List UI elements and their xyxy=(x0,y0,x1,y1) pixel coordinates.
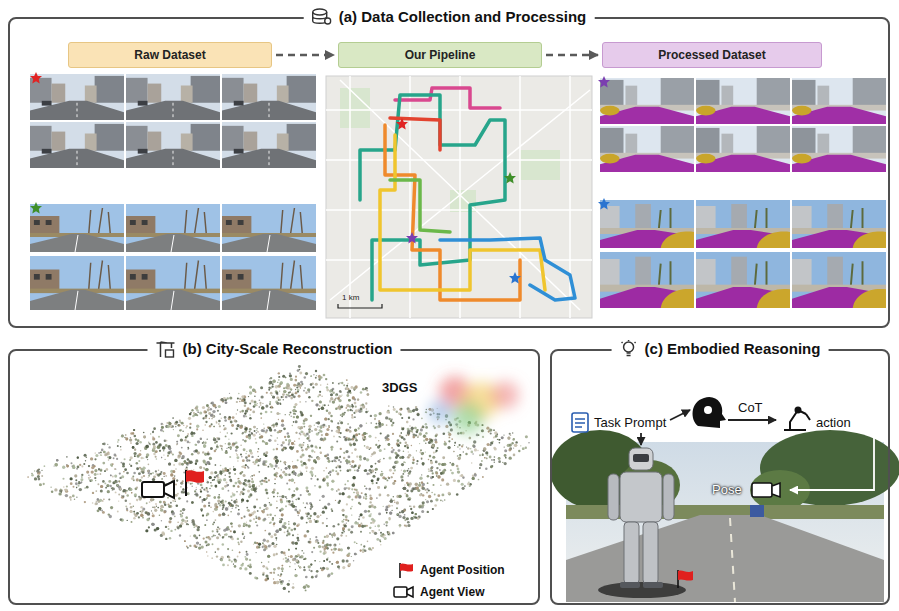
crane-icon xyxy=(155,340,175,358)
scale-label: 1 km xyxy=(342,293,359,302)
panel-heading: (a) Data Collection and Processing xyxy=(304,7,595,27)
brain-icon xyxy=(693,397,726,428)
agent-camera xyxy=(142,481,174,498)
legend-flag xyxy=(400,563,413,578)
database-icon xyxy=(312,8,332,26)
humanoid-robot xyxy=(598,448,686,598)
legend-text: Agent Position xyxy=(420,563,505,577)
step-label: CoT xyxy=(738,400,763,415)
method-label: 3DGS xyxy=(382,380,417,395)
box-label: Our Pipeline xyxy=(405,48,476,62)
robot-arm-icon xyxy=(784,408,810,431)
location-stars xyxy=(30,72,610,284)
step-label: action xyxy=(816,415,851,430)
flow-arrow xyxy=(276,54,334,57)
raw-photos xyxy=(30,74,316,310)
stage-box: Raw Dataset xyxy=(68,42,272,68)
panel-title: (b) City-Scale Reconstruction xyxy=(182,339,392,359)
stage-box: Processed Dataset xyxy=(602,42,822,68)
panel-frame: (a) Data Collection and ProcessingRaw Da… xyxy=(8,17,890,328)
gaussian-blobs xyxy=(428,376,519,434)
panel-heading: (c) Embodied Reasoning xyxy=(612,339,829,359)
pose-camera xyxy=(752,483,780,497)
reasoning-arrows xyxy=(641,410,874,490)
stage-box: Our Pipeline xyxy=(338,42,542,68)
processed-photos xyxy=(600,78,886,308)
prompt-icon xyxy=(572,413,588,432)
panel-heading: (b) City-Scale Reconstruction xyxy=(147,339,400,359)
street-scene xyxy=(550,430,899,602)
box-label: Processed Dataset xyxy=(658,48,765,62)
flow-arrow xyxy=(546,54,598,57)
step-label: Pose xyxy=(712,482,742,497)
bulb-icon xyxy=(620,340,638,358)
panel-title: (c) Embodied Reasoning xyxy=(645,339,821,359)
point-cloud xyxy=(27,365,530,593)
panel-title: (a) Data Collection and Processing xyxy=(339,7,587,27)
step-label: Task Prompt xyxy=(594,415,666,430)
route-map xyxy=(326,76,592,318)
box-label: Raw Dataset xyxy=(134,48,205,62)
agent-flag xyxy=(186,470,204,496)
goal-flag xyxy=(678,570,693,588)
legend-text: Agent View xyxy=(420,585,484,599)
legend-camera xyxy=(394,587,413,597)
panel-frame: (c) Embodied Reasoning xyxy=(550,349,890,605)
